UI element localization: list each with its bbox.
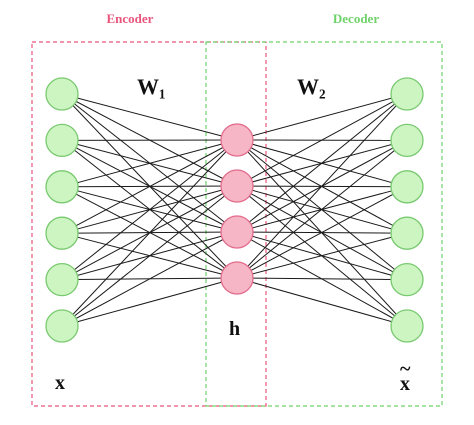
input-node — [45, 309, 79, 343]
decoder-edge — [236, 93, 408, 233]
encoder-edge — [61, 231, 238, 327]
input-node — [45, 262, 79, 297]
hidden-node — [220, 261, 254, 295]
input-node — [45, 77, 79, 111]
decoder-edge — [236, 186, 408, 279]
decoder-title: Decoder — [332, 11, 380, 26]
output-label-tilde: ~ — [400, 358, 411, 380]
input-node — [45, 170, 79, 204]
output-node — [390, 123, 424, 158]
encoder-edge — [61, 139, 238, 280]
decoder-edge — [236, 93, 408, 279]
decoder-edge — [236, 232, 408, 279]
connections — [61, 93, 408, 327]
encoder-edge — [61, 139, 238, 327]
output-label: ~ x — [400, 358, 411, 395]
output-node — [390, 170, 424, 204]
encoder-title: Encoder — [106, 11, 154, 26]
hidden-node — [220, 169, 254, 203]
encoder-edge — [61, 185, 238, 327]
hidden-node — [220, 215, 254, 249]
decoder-edge — [236, 93, 408, 187]
hidden-layer-label: h — [229, 318, 241, 340]
decoder-edge — [236, 277, 408, 281]
input-label: x — [55, 372, 65, 394]
input-node — [45, 123, 79, 158]
input-node — [45, 216, 79, 250]
output-node — [390, 262, 424, 297]
output-label-text: x — [400, 373, 410, 395]
decoder-edge — [236, 140, 408, 279]
encoder-edge — [61, 139, 238, 188]
weight-label-w2: W₂ — [297, 74, 326, 99]
output-node — [390, 309, 424, 343]
decoder-edge — [236, 277, 408, 327]
output-node — [390, 216, 424, 250]
neurons — [45, 77, 424, 343]
encoder-edge — [61, 277, 238, 327]
hidden-node — [220, 123, 254, 157]
weight-label-w1: W₁ — [137, 74, 166, 99]
decoder-edge — [236, 93, 408, 141]
encoder-edge — [61, 139, 238, 234]
encoder-edge — [61, 93, 238, 141]
output-node — [390, 77, 424, 111]
